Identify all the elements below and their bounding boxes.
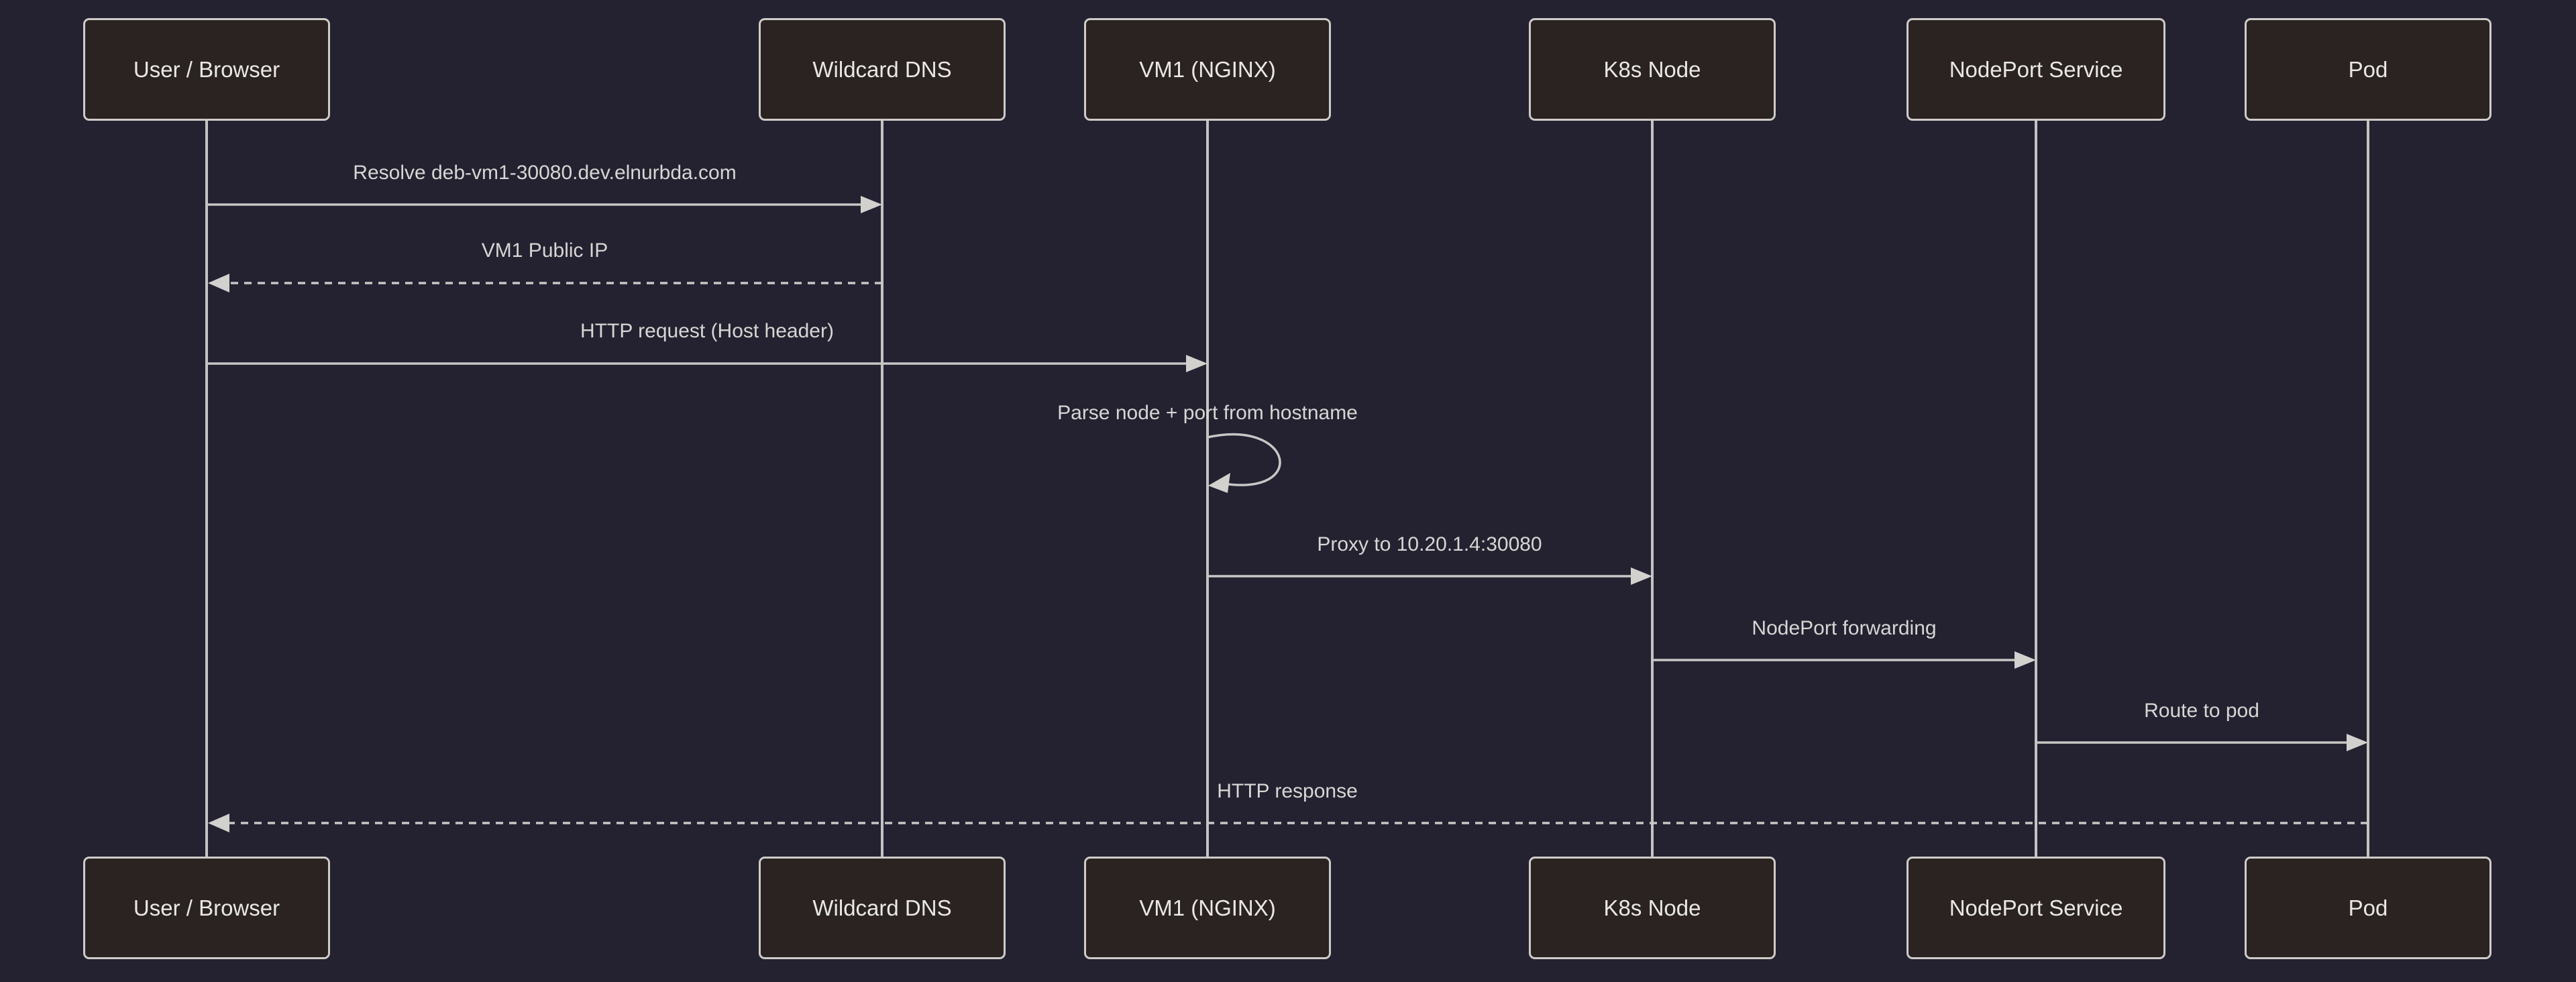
actor-nodeport-service-bottom: NodePort Service <box>1907 857 2165 959</box>
actor-nodeport-service-top: NodePort Service <box>1907 18 2165 121</box>
actor-pod-bottom: Pod <box>2245 857 2491 959</box>
actor-k8s-node-top: K8s Node <box>1529 18 1776 121</box>
actor-pod-top: Pod <box>2245 18 2491 121</box>
actor-label: Pod <box>2348 56 2388 82</box>
message-label-proxy: Proxy to 10.20.1.4:30080 <box>1317 533 1542 555</box>
actor-vm1-nginx-bottom: VM1 (NGINX) <box>1084 857 1331 959</box>
arrow-http-response <box>208 814 2368 832</box>
actor-label: Wildcard DNS <box>812 895 952 920</box>
lifelines <box>205 121 2369 858</box>
arrow-http-request <box>208 355 1208 372</box>
actor-label: User / Browser <box>133 895 280 920</box>
message-label-resolve: Resolve deb-vm1-30080.dev.elnurbda.com <box>353 162 737 184</box>
actor-label: NodePort Service <box>1949 895 2123 920</box>
actor-label: NodePort Service <box>1949 56 2123 82</box>
message-label-parse-hostname: Parse node + port from hostname <box>1057 402 1358 424</box>
actor-label: Wildcard DNS <box>812 56 952 82</box>
actor-wildcard-dns-top: Wildcard DNS <box>759 18 1006 121</box>
actor-label: VM1 (NGINX) <box>1139 895 1276 920</box>
actor-label: Pod <box>2348 895 2388 920</box>
actor-label: K8s Node <box>1603 895 1701 920</box>
message-label-http-response: HTTP response <box>1217 780 1358 802</box>
arrow-nodeport-forwarding <box>1654 651 2036 669</box>
actor-user-browser-top: User / Browser <box>83 18 330 121</box>
message-label-vm1-public-ip: VM1 Public IP <box>481 239 608 262</box>
actor-vm1-nginx-top: VM1 (NGINX) <box>1084 18 1331 121</box>
actor-label: VM1 (NGINX) <box>1139 56 1276 82</box>
message-label-http-request: HTTP request (Host header) <box>580 320 834 342</box>
actor-user-browser-bottom: User / Browser <box>83 857 330 959</box>
actor-k8s-node-bottom: K8s Node <box>1529 857 1776 959</box>
arrow-proxy <box>1209 567 1652 585</box>
message-label-nodeport-forwarding: NodePort forwarding <box>1752 617 1937 639</box>
actor-wildcard-dns-bottom: Wildcard DNS <box>759 857 1006 959</box>
actor-label: K8s Node <box>1603 56 1701 82</box>
arrow-self-loop-parse <box>1207 433 1281 493</box>
message-label-route-to-pod: Route to pod <box>2144 700 2259 722</box>
arrow-vm1-public-ip <box>208 274 882 292</box>
actor-label: User / Browser <box>133 56 280 82</box>
arrow-resolve-dns <box>208 196 882 213</box>
arrow-route-to-pod <box>2037 734 2368 751</box>
